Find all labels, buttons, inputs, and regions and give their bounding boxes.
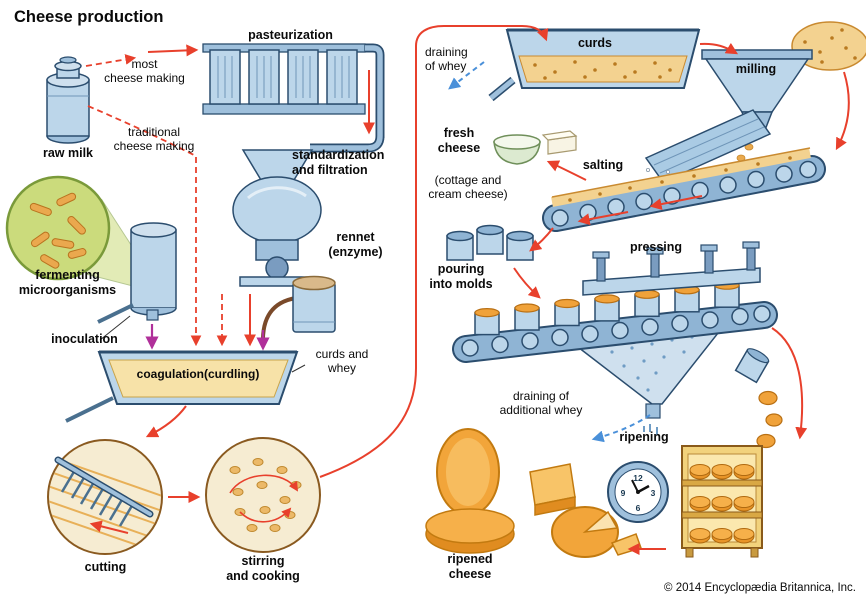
ripening-shelf-illustration xyxy=(681,445,763,558)
traditional-cheese-making-label: traditional cheese making xyxy=(113,125,195,153)
pouring-into-molds-label: pouring into molds xyxy=(429,262,493,291)
stirring-circle-illustration xyxy=(205,437,321,553)
salting-label: salting xyxy=(582,158,624,172)
ripening-label: ripening xyxy=(619,430,669,444)
inoculation-tank-illustration xyxy=(97,222,177,324)
rennet-label: rennet (enzyme) xyxy=(328,230,383,259)
fermenting-microorganisms-illustration xyxy=(5,175,134,287)
curds-and-whey-label: curds and whey xyxy=(315,347,369,375)
most-cheese-making-label: most cheese making xyxy=(104,57,185,85)
clock-number-6: 6 xyxy=(636,503,641,513)
curds-label: curds xyxy=(577,36,613,50)
clock-number-3: 3 xyxy=(651,488,656,498)
coagulation-vat-illustration xyxy=(65,350,299,423)
inoculation-label: inoculation xyxy=(51,332,118,346)
pasteurization-machine-illustration xyxy=(202,43,385,138)
pouring-molds-illustration xyxy=(446,224,534,261)
standardization-label: standardization and filtration xyxy=(292,148,385,177)
pressing-machine-illustration xyxy=(582,241,761,296)
clock-number-9: 9 xyxy=(621,488,626,498)
standardization-machine-illustration xyxy=(232,135,385,287)
page-title: Cheese production xyxy=(14,8,164,26)
mold-dumping-illustration xyxy=(734,348,783,449)
label-pointer-lines xyxy=(99,315,306,373)
clock-number-12: 12 xyxy=(633,473,643,483)
raw-milk-label: raw milk xyxy=(42,146,94,160)
milling-funnel-illustration xyxy=(701,21,866,194)
stirring-label: stirring and cooking xyxy=(226,554,300,583)
pasteurization-label: pasteurization xyxy=(248,28,333,42)
ripening-clock-illustration: 12 3 6 9 xyxy=(607,461,669,523)
milling-label: milling xyxy=(735,62,777,76)
whey-drain-arrows xyxy=(448,61,651,443)
raw-milk-can-illustration xyxy=(46,56,90,144)
cutting-label: cutting xyxy=(84,560,127,574)
salting-conveyor-illustration xyxy=(542,147,826,232)
red-dashed-arrows xyxy=(85,54,228,347)
red-flow-arrows xyxy=(89,25,850,555)
draining-additional-whey-label: draining of additional whey xyxy=(499,389,583,417)
fermenting-microorganisms-label: fermenting microorganisms xyxy=(18,268,117,297)
draining-of-whey-label: draining of whey xyxy=(425,45,468,73)
curds-vat-illustration xyxy=(488,28,701,102)
ripened-cheese-label: ripened cheese xyxy=(447,552,493,581)
pressing-conveyor-illustration xyxy=(452,280,778,363)
fresh-cheese-illustration xyxy=(493,130,578,165)
copyright-notice: © 2014 Encyclopædia Britannica, Inc. xyxy=(664,582,856,594)
ripened-cheese-illustration xyxy=(425,428,642,558)
fresh-cheese-label: fresh cheese xyxy=(437,126,481,155)
cottage-cream-label: (cottage and cream cheese) xyxy=(428,173,508,201)
inoculation-rennet-arrows xyxy=(145,324,270,351)
coagulation-label: coagulation(curdling) xyxy=(136,367,260,381)
cutting-circle-illustration xyxy=(47,439,163,555)
pressing-label: pressing xyxy=(629,240,683,254)
